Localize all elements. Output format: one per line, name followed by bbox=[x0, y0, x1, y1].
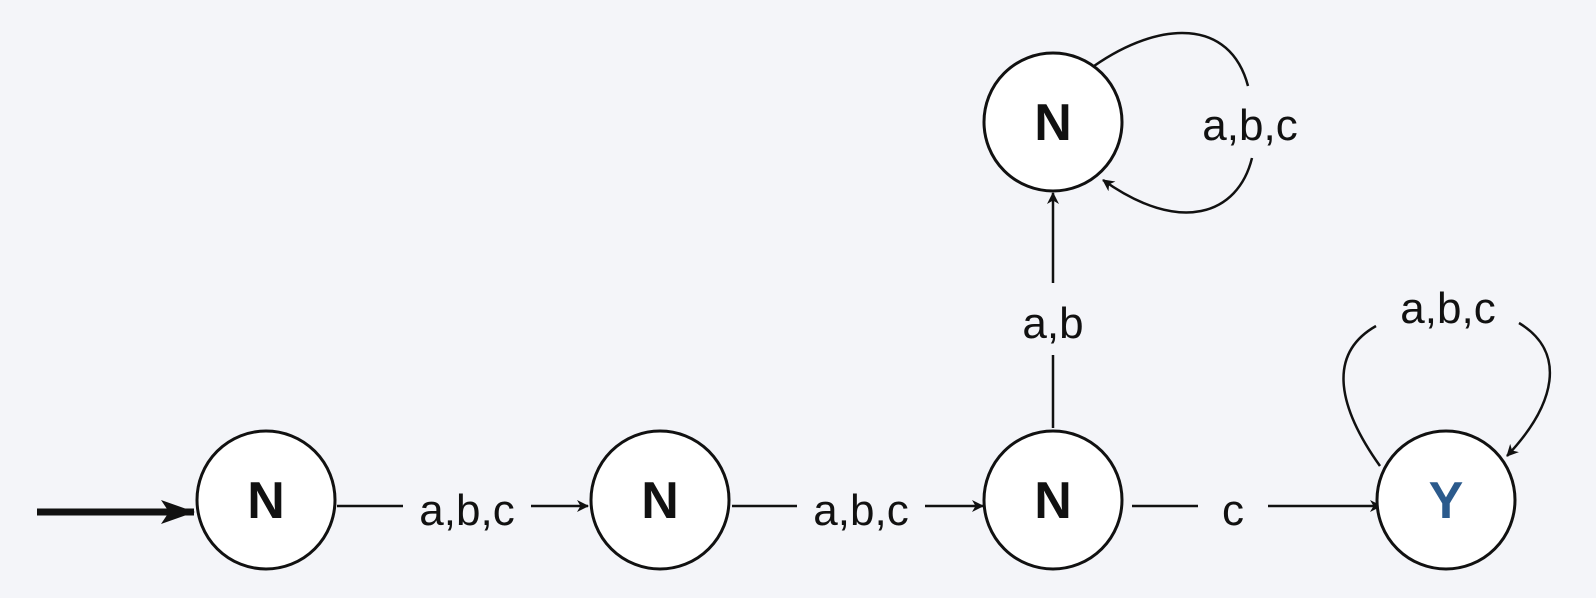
transition-label-s3-loop: a,b,c bbox=[1400, 284, 1495, 333]
transition-label-s2-s4: a,b bbox=[1022, 299, 1083, 348]
state-s4: N bbox=[982, 51, 1124, 193]
transition-label-s2-s3: c bbox=[1222, 486, 1244, 535]
self-loop-s4 bbox=[1093, 31, 1254, 214]
state-s4-label: N bbox=[1034, 94, 1072, 152]
transition-label-s1-s2: a,b,c bbox=[813, 486, 908, 535]
state-s3: Y bbox=[1375, 429, 1517, 571]
state-s3-label: Y bbox=[1429, 472, 1464, 530]
state-s2-label: N bbox=[1034, 472, 1072, 530]
state-s0: N bbox=[195, 429, 337, 571]
state-s0-label: N bbox=[247, 472, 285, 530]
transition-label-s4-loop: a,b,c bbox=[1202, 101, 1297, 150]
state-s2: N bbox=[982, 429, 1124, 571]
self-loop-s3 bbox=[1342, 321, 1552, 467]
transition-label-s0-s1: a,b,c bbox=[419, 486, 514, 535]
state-s1-label: N bbox=[641, 472, 679, 530]
state-s1: N bbox=[589, 429, 731, 571]
